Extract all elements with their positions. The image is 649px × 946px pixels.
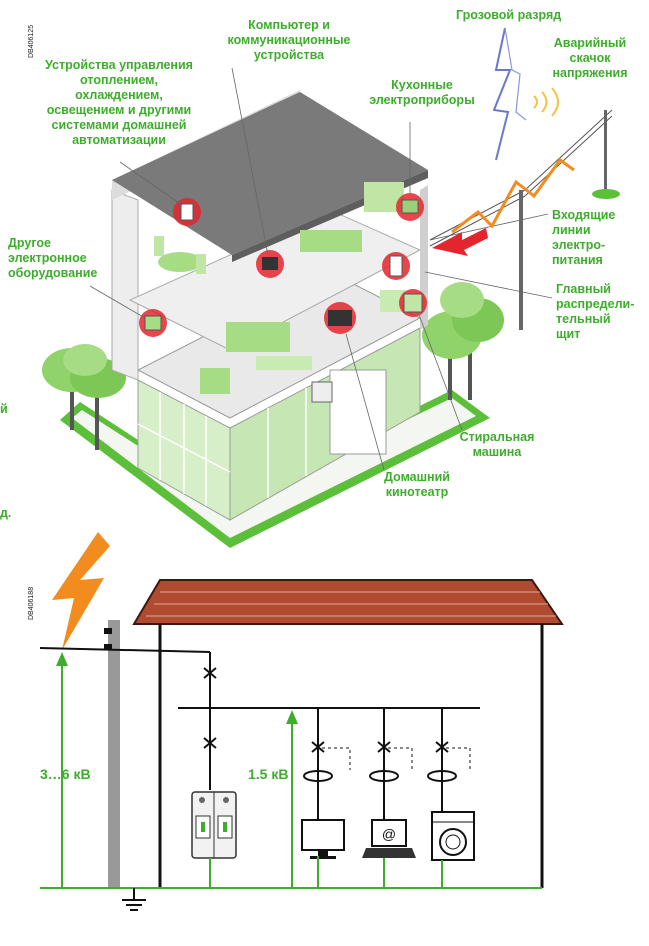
voltage-arrow-line — [56, 652, 68, 666]
lightning-top — [492, 27, 512, 161]
surge-arrow — [432, 228, 488, 256]
label-computers: Компьютер и коммуникационные устройства — [227, 18, 351, 62]
svg-text:@: @ — [382, 826, 396, 842]
alarm-device-theater — [324, 302, 356, 334]
pole-far — [604, 110, 607, 196]
label-other-electronics: Другое электронное оборудование — [8, 236, 98, 280]
laptop-icon: @ — [362, 819, 416, 858]
trees-right — [422, 282, 504, 400]
label-automation: Устройства управления отоплением, охлажд… — [45, 58, 193, 147]
alarm-device-automation — [173, 198, 201, 226]
edge-fragment-a: й — [0, 402, 8, 416]
washing-machine-icon — [431, 811, 475, 861]
alarm-device-computer — [256, 250, 284, 278]
house-illustration — [42, 27, 620, 548]
tiled-roof — [132, 579, 564, 625]
label-kitchen: Кухонные электроприборы — [369, 78, 475, 107]
voltage-line-label: 3…6 кВ — [40, 766, 91, 782]
label-surge: Аварийный скачок напряжения — [552, 36, 628, 80]
label-incoming-lines: Входящие линии электро- питания — [552, 208, 616, 267]
pole-near — [519, 190, 523, 330]
power-lines — [429, 109, 613, 247]
alarm-device-washer — [399, 289, 427, 317]
alarm-device-kitchen — [396, 193, 424, 221]
label-washer: Стиральная машина — [459, 430, 535, 459]
tv-icon — [301, 819, 345, 859]
surge-wave — [451, 157, 575, 234]
label-main-panel: Главный распредели- тельный щит — [556, 282, 635, 341]
surge-protector — [191, 791, 237, 859]
figure-code-bottom: DB406188 — [28, 586, 35, 620]
ground-symbol — [122, 888, 146, 911]
lightning-bolt — [52, 532, 110, 650]
label-lightning: Грозовой разряд — [456, 8, 562, 22]
label-home-theater: Домашний кинотеатр — [384, 470, 450, 499]
utility-pole — [108, 620, 120, 888]
alarm-device-panel — [382, 252, 410, 280]
alarm-device-other — [139, 309, 167, 337]
edge-fragment-b: д. — [0, 506, 12, 520]
voltage-protected-label: 1.5 кВ — [248, 766, 289, 782]
voltage-arrow-protected — [286, 710, 298, 724]
vent — [311, 381, 333, 403]
